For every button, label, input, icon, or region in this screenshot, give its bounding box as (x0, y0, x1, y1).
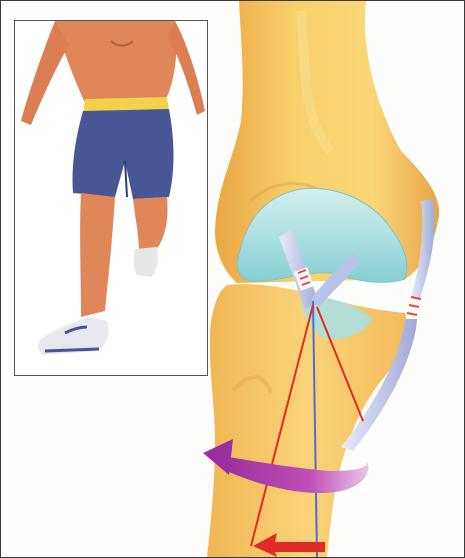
tibia-bone (207, 284, 407, 557)
running-person-inset (14, 20, 208, 376)
running-person-illustration (15, 21, 207, 375)
